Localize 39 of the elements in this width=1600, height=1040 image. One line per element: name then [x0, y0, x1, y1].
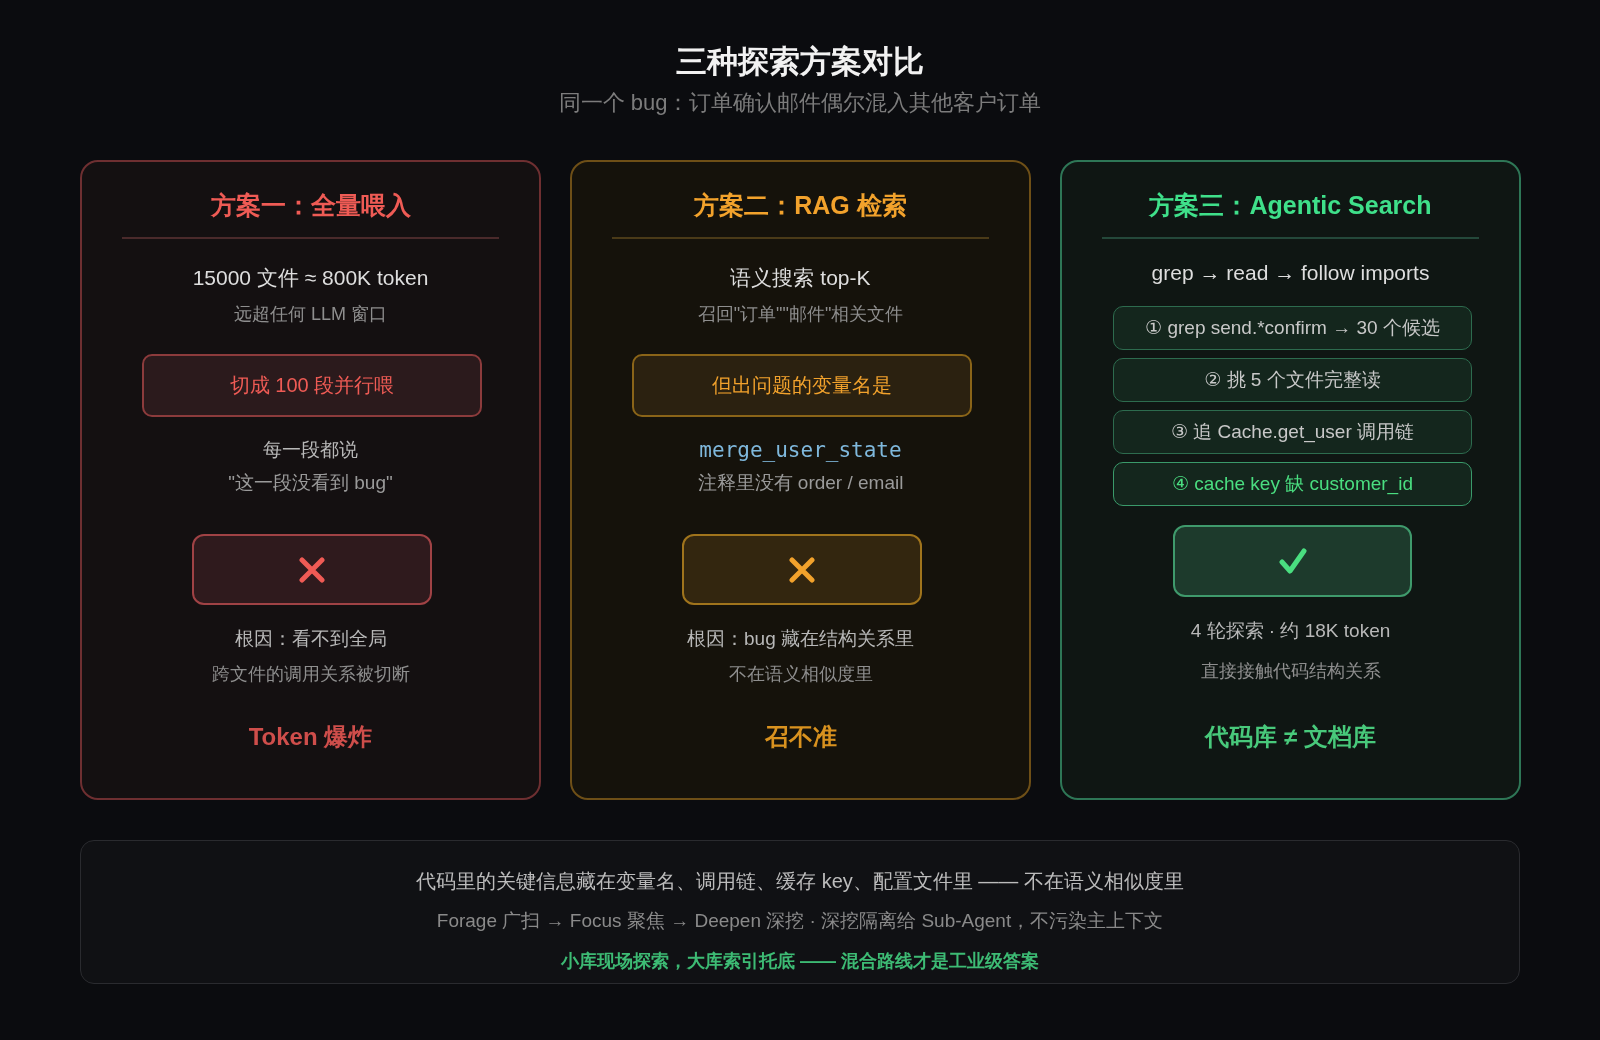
description-text: 语义搜索 top-K — [730, 265, 871, 291]
highlight-box: 但出问题的变量名是 — [632, 354, 972, 417]
step-box: ① grep send.*confirm → 30 个候选 — [1113, 306, 1472, 350]
code-text: merge_user_state — [699, 438, 902, 462]
description-text: grep → read → follow imports — [1151, 261, 1430, 285]
title: 三种探索方案对比 — [676, 43, 924, 81]
note-text: 跨文件的调用关系被切断 — [211, 663, 410, 686]
result-box — [192, 534, 432, 605]
note-text: 远超任何 LLM 窗口 — [234, 303, 387, 326]
description-text: 根因：看不到全局 — [234, 627, 387, 651]
verdict-text: Token 爆炸 — [248, 722, 373, 752]
description-text: 每一段都说 — [263, 438, 358, 462]
comparison-panel — [1060, 160, 1521, 800]
result-box — [682, 534, 922, 605]
panel-heading: 方案三：Agentic Search — [1149, 189, 1432, 221]
highlight-box: 切成 100 段并行喂 — [142, 354, 482, 417]
description-text: 根因：bug 藏在结构关系里 — [687, 627, 914, 651]
step-box: ③ 追 Cache.get_user 调用链 — [1113, 410, 1472, 454]
summary-text: Forage 广扫 → Focus 聚焦 → Deepen 深挖 · 深挖隔离给 Sub-Agent，不污染主上下文 — [436, 909, 1164, 933]
note-text: 召回"订单""邮件"相关文件 — [697, 303, 904, 326]
summary-box — [80, 840, 1520, 984]
description-text: 4 轮探索 · 约 18K token — [1190, 619, 1391, 643]
verdict-text: 代码库 ≠ 文档库 — [1205, 722, 1376, 752]
verdict-text: 召不准 — [764, 722, 837, 752]
comparison-panel — [570, 160, 1031, 800]
step-box: ④ cache key 缺 customer_id — [1113, 462, 1472, 506]
result-box — [1173, 525, 1412, 597]
note-text: 不在语义相似度里 — [728, 663, 873, 686]
subtitle: 同一个 bug：订单确认邮件偶尔混入其他客户订单 — [558, 89, 1042, 117]
summary-text: 代码里的关键信息藏在变量名、调用链、缓存 key、配置文件里 —— 不在语义相似度里 — [416, 868, 1184, 894]
description-text: 15000 文件 ≈ 800K token — [192, 265, 429, 291]
note-text: 注释里没有 order / email — [697, 471, 904, 495]
comparison-panel — [80, 160, 541, 800]
summary-text: 小库现场探索，大库索引托底 —— 混合路线才是工业级答案 — [561, 950, 1039, 973]
panel-heading: 方案二：RAG 检索 — [694, 189, 907, 221]
note-text: "这一段没看到 bug" — [228, 471, 393, 495]
panel-heading: 方案一：全量喂入 — [210, 189, 411, 221]
note-text: 直接接触代码结构关系 — [1200, 660, 1381, 683]
step-box: ② 挑 5 个文件完整读 — [1113, 358, 1472, 402]
